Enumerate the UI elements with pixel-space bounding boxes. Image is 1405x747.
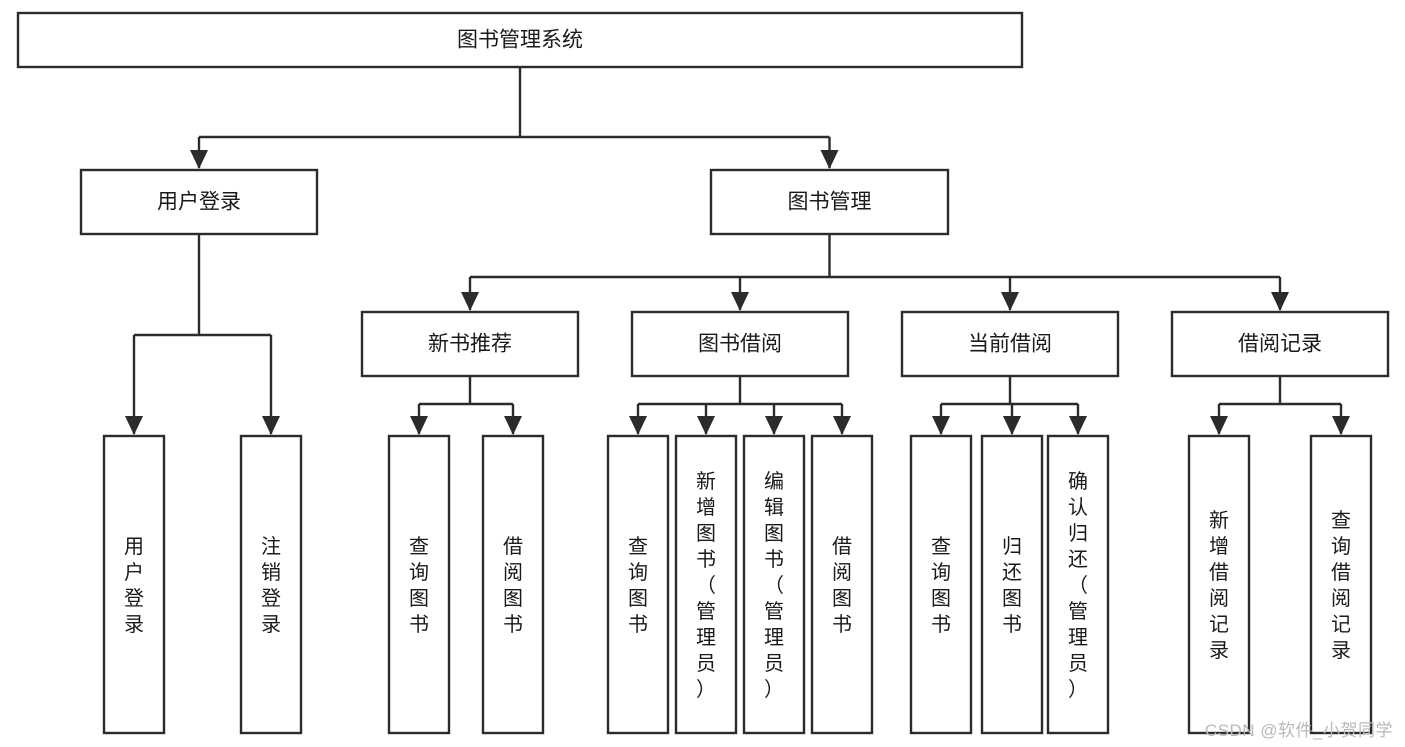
level2-0-box[interactable] [79, 168, 319, 236]
level2-1-label: 图书管理 [788, 191, 872, 214]
leaf-4-0-label: 新增借阅记录 [1209, 509, 1229, 662]
arrow-head-icon [697, 416, 715, 435]
leaf-1-0-label: 查询图书 [409, 535, 429, 636]
arrow-head-icon [1210, 416, 1228, 435]
level3-3-box[interactable] [1170, 310, 1390, 378]
arrow-head-icon [1332, 416, 1350, 435]
arrow-head-icon [504, 416, 522, 435]
node-boxes-group: 图书管理系统用户登录图书管理新书推荐图书借阅当前借阅借阅记录用户登录注销登录查询… [16, 11, 1390, 735]
arrow-head-icon [410, 416, 428, 435]
leaf-1-1-label: 借阅图书 [503, 535, 523, 636]
leaf-3-0-label: 查询图书 [931, 535, 951, 636]
leaf-2-3-box[interactable] [810, 434, 874, 735]
leaf-2-1-box[interactable] [674, 434, 738, 735]
leaf-2-0-box[interactable] [606, 434, 670, 735]
arrow-head-icon [262, 416, 280, 435]
connector-lines-group [125, 67, 1350, 435]
leaf-3-0-box[interactable] [909, 434, 973, 735]
leaf-2-3-label: 借阅图书 [832, 535, 852, 636]
level3-1-box[interactable] [630, 310, 850, 378]
level3-3-label: 借阅记录 [1238, 333, 1322, 356]
leaf-4-0-box[interactable] [1187, 434, 1251, 735]
leaf-4-1-box[interactable] [1309, 434, 1373, 735]
leaf-0-1-label: 注销登录 [261, 535, 281, 636]
level3-0-box[interactable] [360, 310, 580, 378]
leaf-2-1-label: 新增图书（管理员） [696, 470, 716, 701]
level3-2-box[interactable] [900, 310, 1120, 378]
leaf-2-0-label: 查询图书 [628, 535, 648, 636]
arrow-head-icon [932, 416, 950, 435]
arrow-head-icon [190, 150, 208, 169]
level2-0-label: 用户登录 [157, 191, 241, 214]
arrow-head-icon [833, 416, 851, 435]
arrow-head-icon [731, 292, 749, 311]
leaf-4-1-label: 查询借阅记录 [1331, 509, 1351, 662]
level3-2-label: 当前借阅 [968, 333, 1052, 356]
leaf-2-2-box[interactable] [742, 434, 806, 735]
leaf-1-1-box[interactable] [481, 434, 545, 735]
leaf-0-0-box[interactable] [102, 434, 166, 735]
level3-1-label: 图书借阅 [698, 333, 782, 356]
arrow-head-icon [1001, 292, 1019, 311]
leaf-3-2-label: 确认归还（管理员） [1068, 470, 1088, 701]
root-图书管理系统-box[interactable] [16, 11, 1024, 69]
leaf-0-1-box[interactable] [239, 434, 303, 735]
arrow-head-icon [820, 150, 839, 169]
leaf-3-2-box[interactable] [1046, 434, 1110, 735]
arrow-head-icon [765, 416, 783, 435]
arrow-head-icon [1069, 416, 1087, 435]
level3-0-label: 新书推荐 [428, 333, 512, 356]
leaf-2-2-label: 编辑图书（管理员） [764, 470, 784, 701]
root-图书管理系统-label: 图书管理系统 [457, 29, 583, 52]
csdn-watermark: CSDN @软件_小贺同学 [1204, 721, 1393, 740]
arrow-head-icon [461, 292, 479, 311]
leaf-3-1-label: 归还图书 [1002, 535, 1022, 636]
arrow-head-icon [1003, 416, 1021, 435]
leaf-3-1-box[interactable] [980, 434, 1044, 735]
arrow-head-icon [125, 416, 143, 435]
arrow-head-icon [629, 416, 647, 435]
leaf-1-0-box[interactable] [387, 434, 451, 735]
arrow-head-icon [1271, 292, 1289, 311]
level2-1-box[interactable] [709, 168, 950, 236]
leaf-0-0-label: 用户登录 [124, 536, 144, 636]
